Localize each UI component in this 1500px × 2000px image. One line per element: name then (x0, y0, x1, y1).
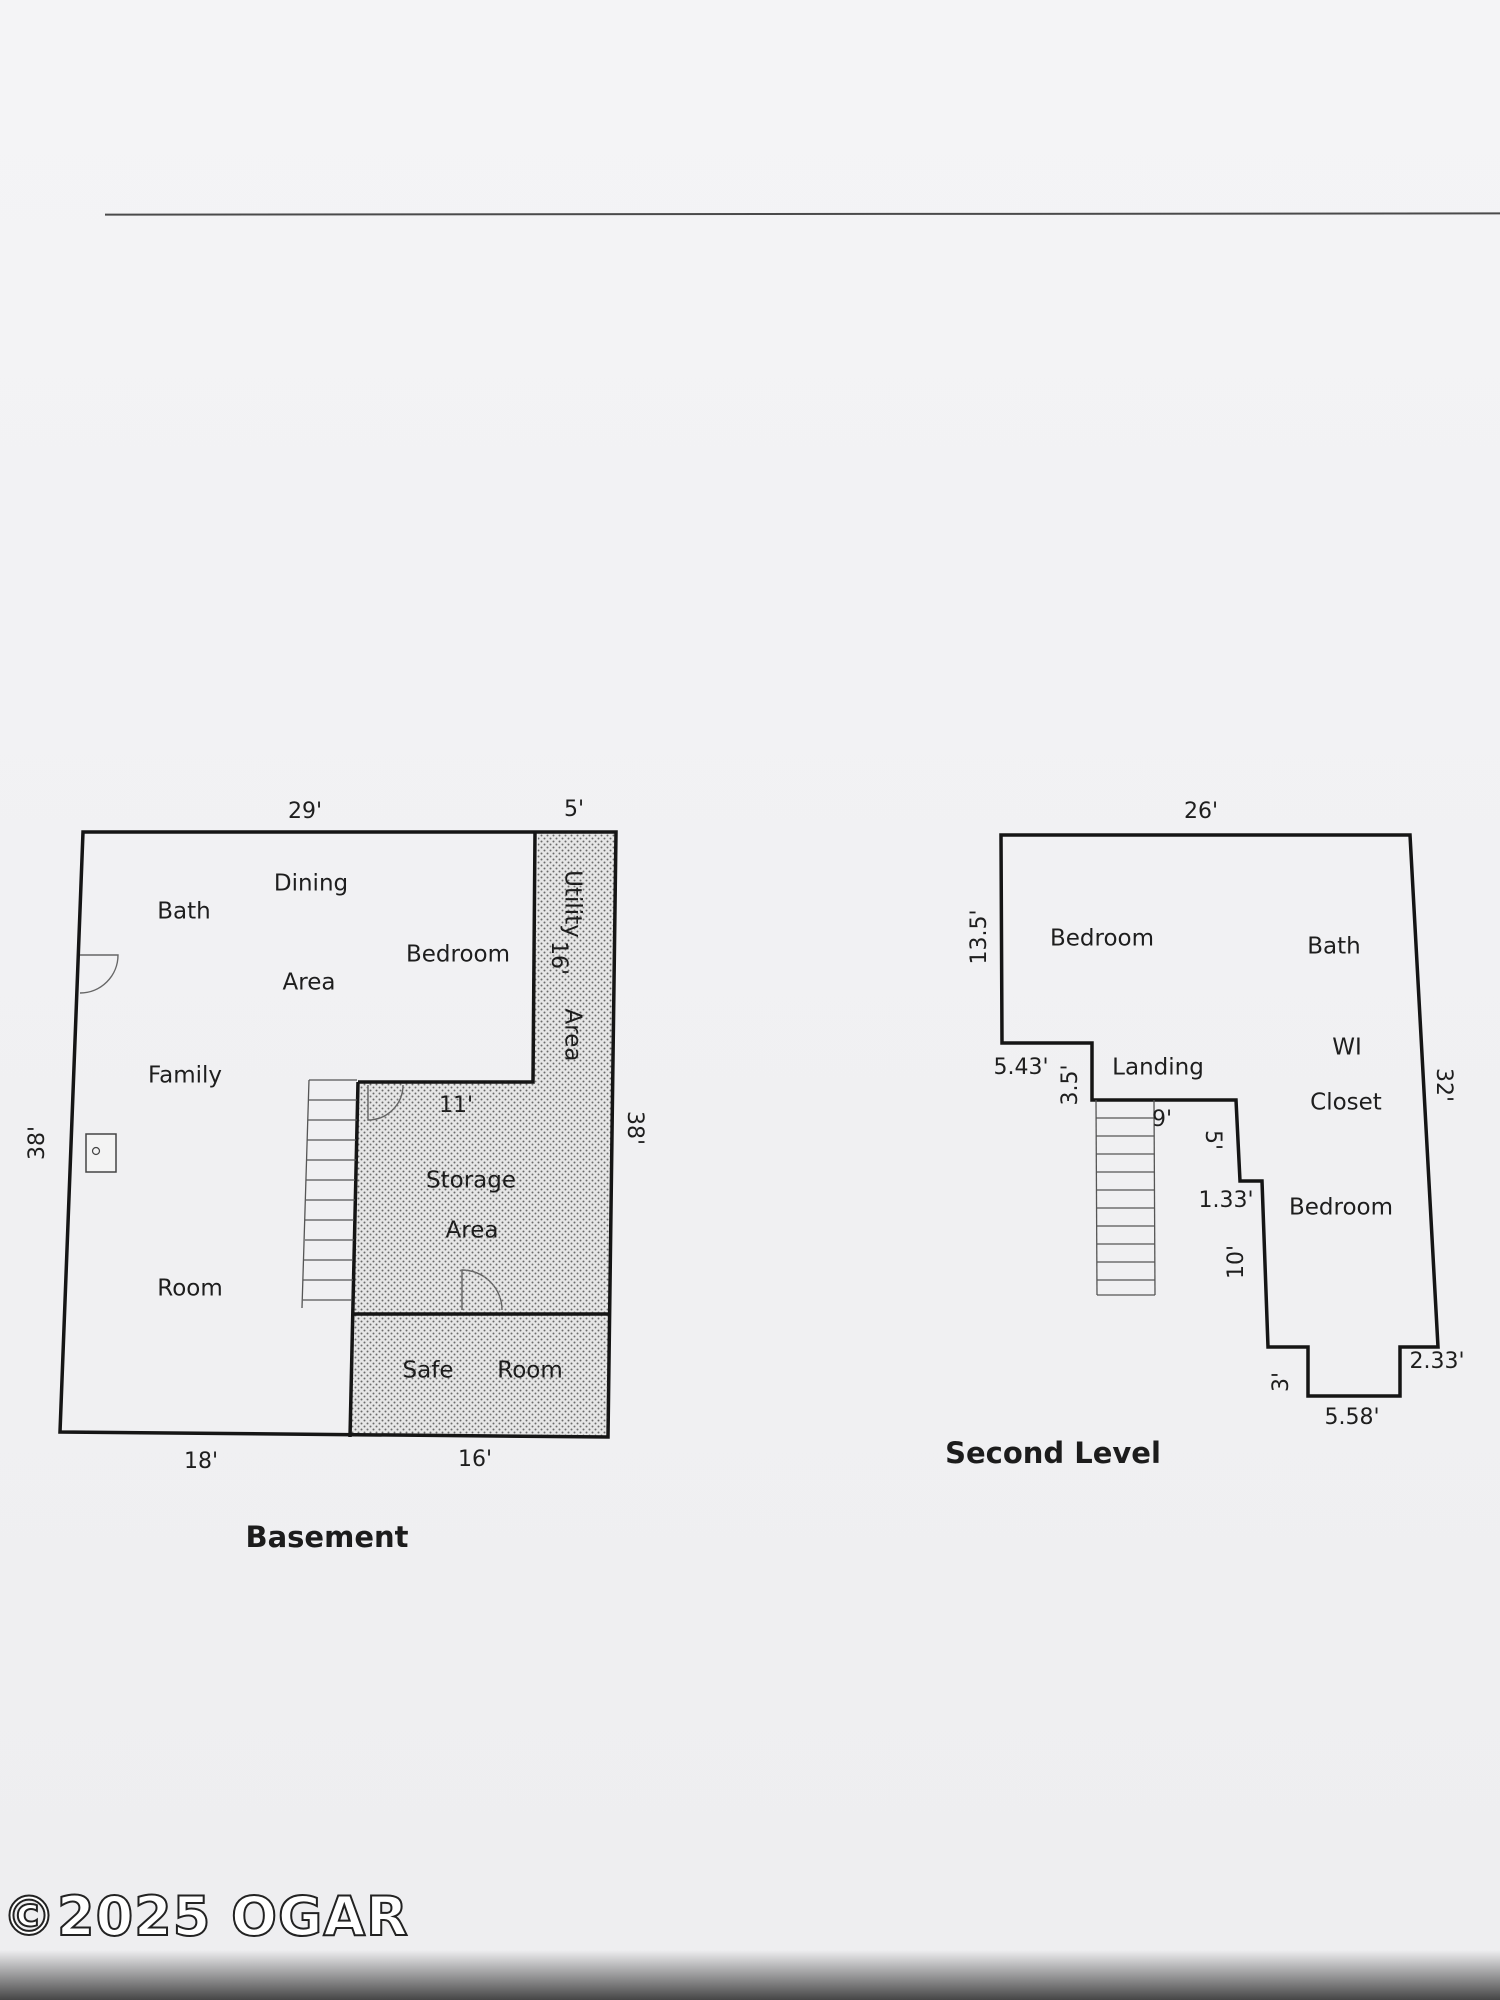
second-level-outer-wall (999, 833, 1440, 1398)
second-dim-top: 26' (1183, 799, 1219, 824)
basement-dining-label: Dining (273, 870, 349, 897)
photo-edge-shadow (0, 1950, 1500, 2000)
basement-stair-wall (348, 1081, 360, 1438)
basement-dining-area-label: Area (282, 969, 336, 996)
basement-dim-left: 38' (25, 1125, 50, 1161)
basement-plan (58, 830, 618, 1439)
basement-safe-label: Safe (402, 1357, 454, 1384)
second-bath-label: Bath (1307, 933, 1361, 960)
second-dim-notch-right: 2.33' (1409, 1349, 1465, 1374)
basement-bath-label: Bath (157, 898, 211, 925)
second-dim-step-5: 10' (1224, 1244, 1249, 1280)
second-dim-right: 32' (1431, 1067, 1456, 1103)
basement-utility-area-label: Area (559, 1008, 586, 1062)
second-dim-step-3: 5' (1200, 1129, 1225, 1151)
basement-dim-bottom-right: 16' (457, 1447, 493, 1472)
basement-stairs (301, 1079, 357, 1309)
second-bedroom-2-label: Bedroom (1288, 1194, 1394, 1221)
basement-dim-storage-top: 11' (438, 1093, 474, 1118)
copyright-watermark: ©2025 OGAR (1, 1884, 409, 1949)
second-dim-step-4: 1.33' (1198, 1188, 1254, 1213)
basement-dim-right: 38' (622, 1110, 647, 1146)
basement-dim-bottom-left: 18' (183, 1449, 219, 1474)
second-closet-label: Closet (1310, 1089, 1382, 1116)
basement-dim-top-left: 29' (287, 799, 323, 824)
basement-title: Basement (245, 1520, 409, 1554)
basement-door-swings (79, 954, 503, 1311)
second-level-title: Second Level (945, 1436, 1161, 1470)
second-level-stairs (1095, 1099, 1156, 1296)
basement-dim-utility-inner: 16' (546, 940, 571, 976)
second-bedroom-1-label: Bedroom (1049, 925, 1155, 952)
basement-safe-room-label: Room (497, 1357, 563, 1384)
second-dim-notch-left: 3' (1269, 1371, 1294, 1393)
basement-storage-label: Storage (426, 1167, 516, 1194)
basement-family-room-label: Room (157, 1275, 223, 1302)
basement-fireplace-symbol (85, 1133, 117, 1173)
basement-dim-top-right: 5' (563, 797, 585, 822)
second-wi-label: WI (1332, 1034, 1362, 1061)
basement-storage-area-label: Area (445, 1217, 499, 1244)
basement-family-label: Family (147, 1062, 223, 1089)
second-dim-left-upper: 13.5' (967, 909, 992, 965)
second-dim-bottom: 5.58' (1324, 1405, 1380, 1430)
basement-utility-label: Utility (559, 870, 586, 938)
second-level-plan (999, 833, 1440, 1398)
basement-utility-storage-fill (350, 832, 616, 1437)
second-dim-landing-bottom: 9' (1151, 1107, 1173, 1132)
second-dim-step-2: 3.5' (1058, 1064, 1083, 1106)
second-landing-label: Landing (1112, 1054, 1204, 1081)
basement-outer-wall (58, 830, 618, 1439)
basement-bedroom-label: Bedroom (405, 941, 511, 968)
second-dim-step-1: 5.43' (993, 1055, 1049, 1080)
basement-bedroom-wall (358, 831, 537, 1084)
